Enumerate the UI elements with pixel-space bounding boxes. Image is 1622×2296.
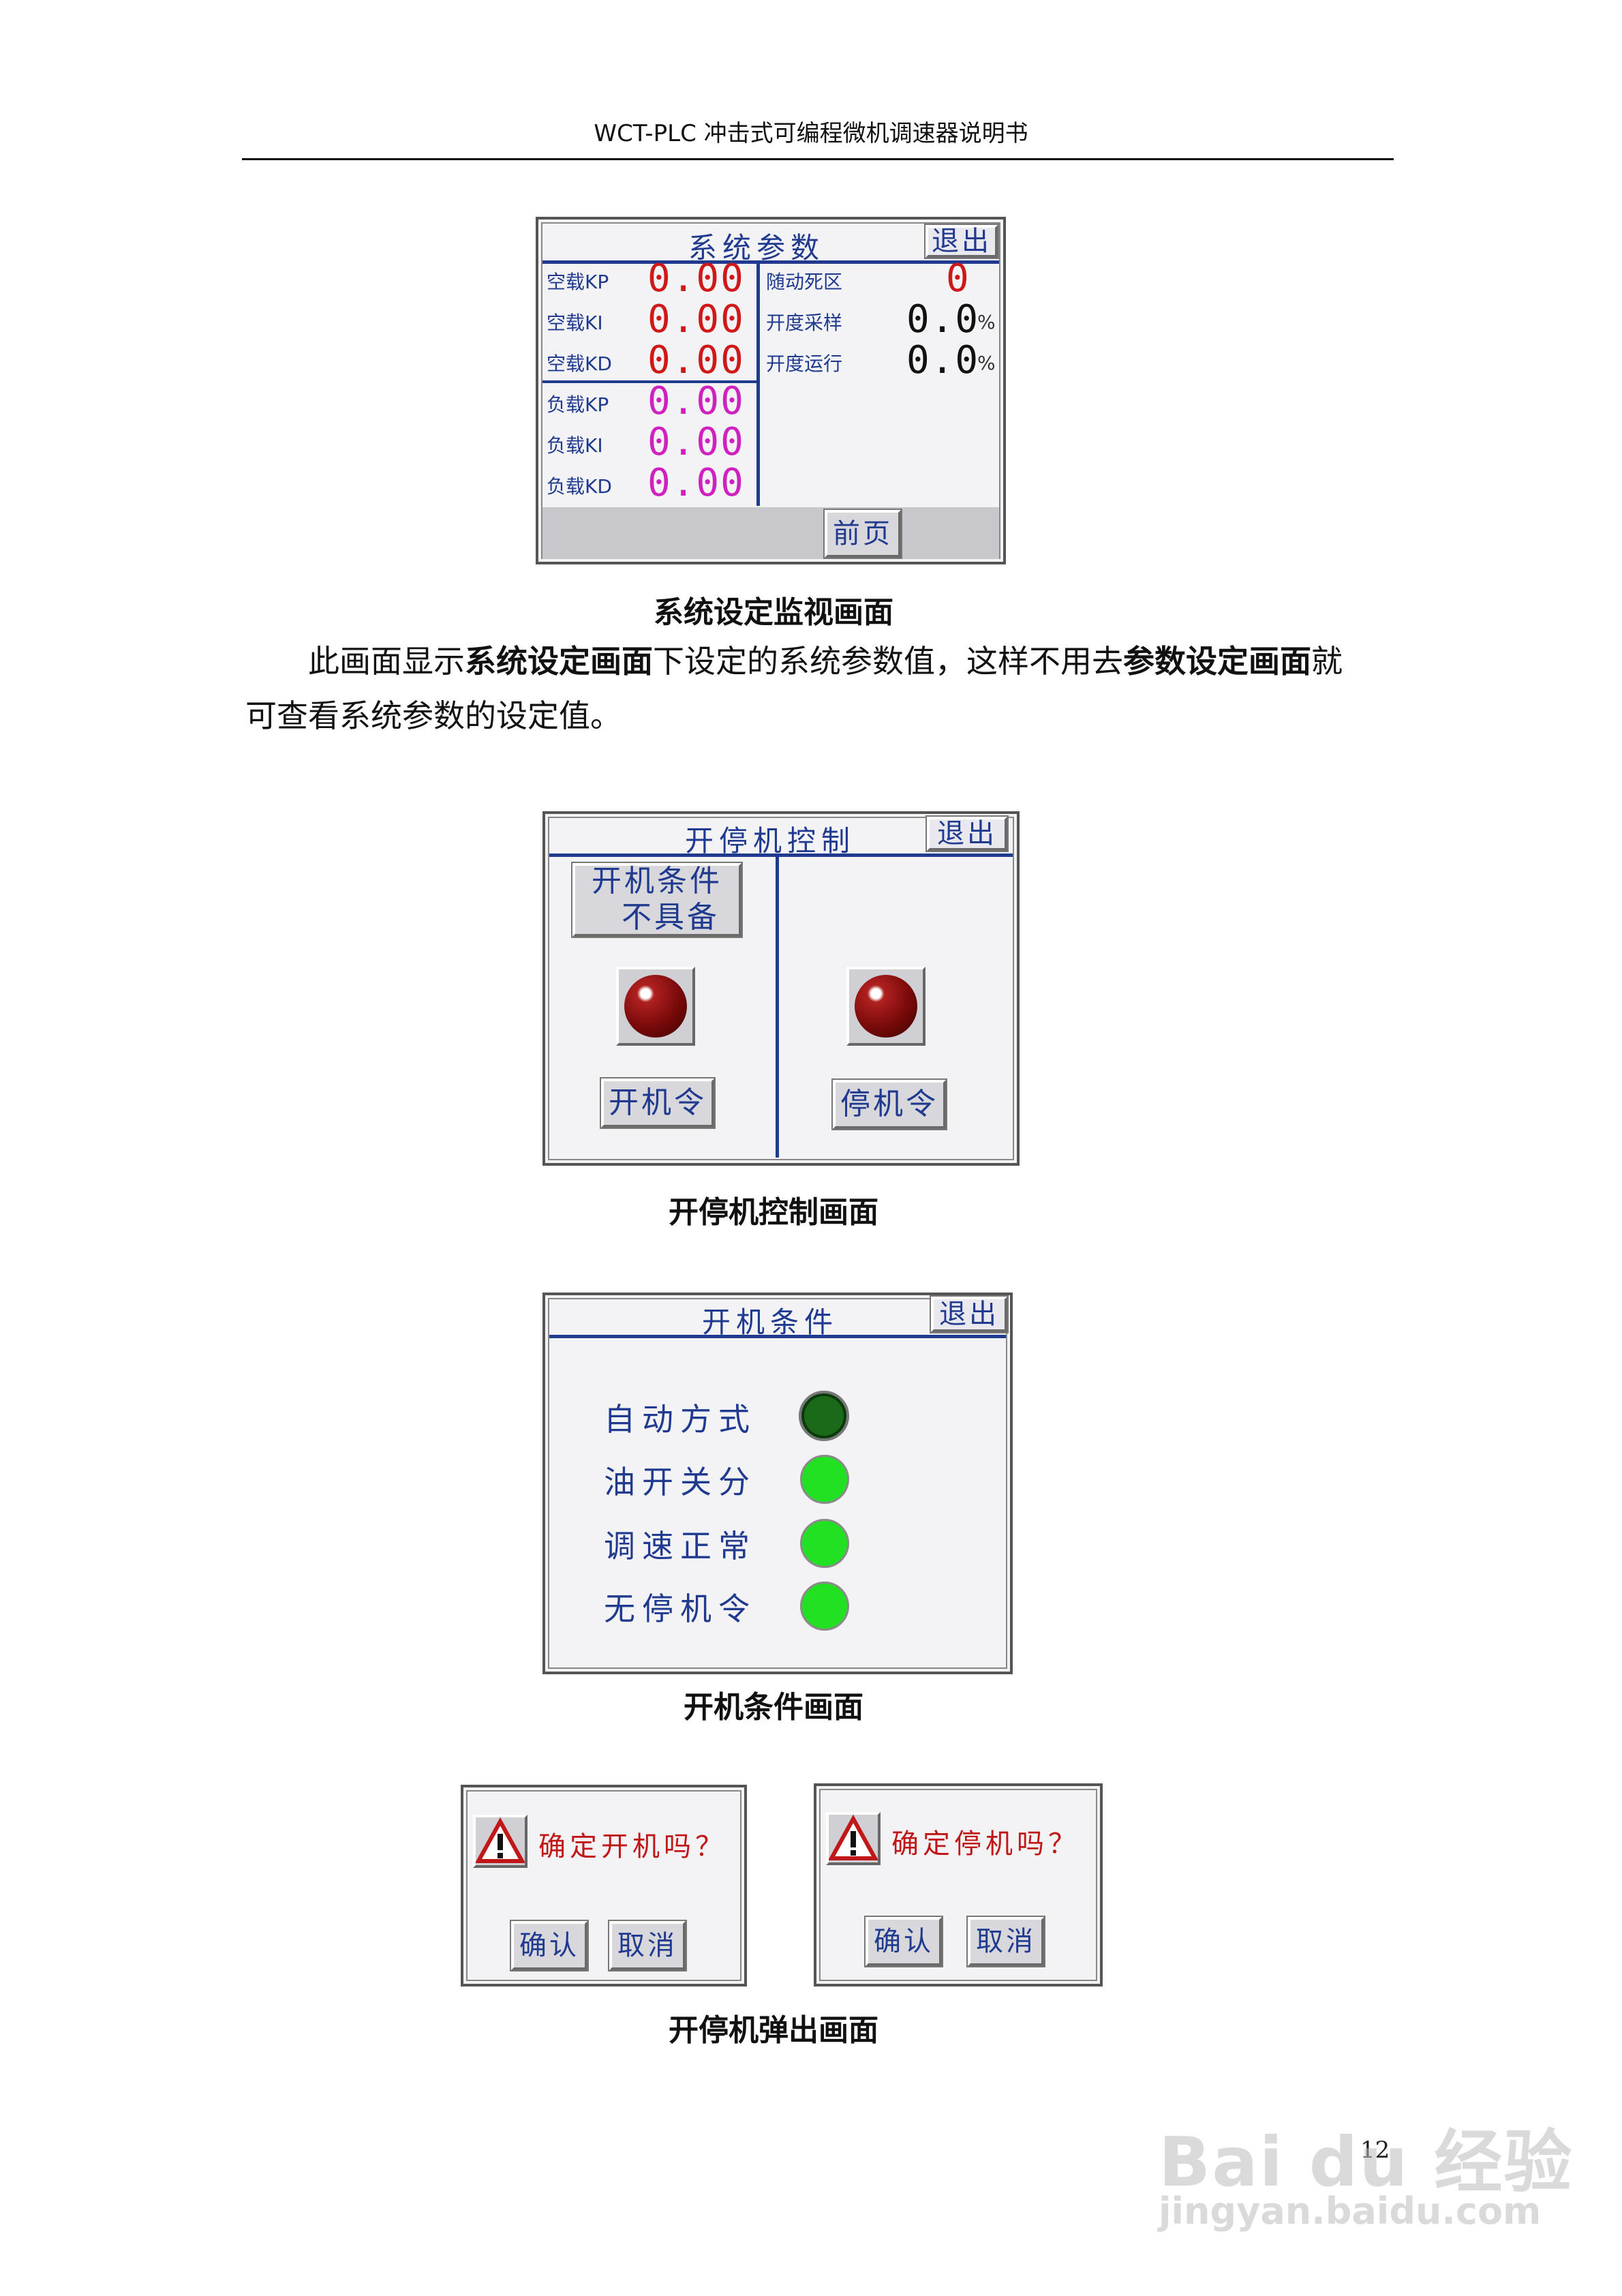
param-value: 0.00: [647, 256, 745, 301]
condition-label: 无停机令: [604, 1590, 756, 1627]
screen-title: 系统参数: [688, 231, 825, 265]
param-label: 空载KI: [547, 312, 603, 334]
param-unit: %: [977, 352, 996, 374]
warning-icon: [473, 1815, 527, 1868]
param-value: 0.00: [647, 297, 745, 342]
cancel-button[interactable]: 取消: [966, 1916, 1045, 1967]
screen-title: 开停机控制: [684, 824, 855, 858]
param-value: 0.00: [647, 461, 745, 505]
param-label: 负载KD: [547, 475, 612, 498]
param-label: 开度运行: [766, 352, 843, 375]
no-stop-command-indicator-icon: [800, 1582, 849, 1631]
watermark-logo: Bai du 经验: [1159, 2122, 1574, 2202]
param-unit: %: [977, 311, 996, 333]
param-label: 负载KP: [547, 393, 609, 416]
figure-caption: 开机条件画面: [684, 1690, 863, 1725]
confirm-button[interactable]: 确认: [510, 1920, 589, 1972]
header-rule: [242, 158, 1394, 160]
stop-lamp-icon: [855, 975, 917, 1038]
section-divider: [542, 380, 758, 383]
auto-mode-indicator-icon: [799, 1391, 849, 1441]
param-label: 负载KI: [547, 434, 603, 457]
confirm-button[interactable]: 确认: [864, 1916, 943, 1967]
oil-switch-indicator-icon: [800, 1455, 849, 1504]
start-conditions-screen: 开机条件 退出 自动方式 油开关分 调速正常 无停机令: [542, 1293, 1013, 1674]
figure-caption: 开停机弹出画面: [669, 2013, 878, 2048]
param-value: 0.00: [647, 379, 745, 423]
param-label: 开度采样: [766, 312, 843, 334]
start-command-button[interactable]: 开机令: [600, 1077, 716, 1129]
stop-command-button[interactable]: 停机令: [831, 1078, 947, 1130]
param-value: 0.0: [906, 297, 980, 342]
system-params-screen: 系统参数 退出 空载KP 0.00 空载KI 0.00 空载KD 0.00 负载…: [536, 217, 1006, 564]
param-value: 0: [946, 256, 970, 301]
cancel-button[interactable]: 取消: [608, 1920, 687, 1972]
param-value: 0.00: [647, 338, 745, 382]
param-label: 随动死区: [766, 271, 843, 293]
dialog-message: 确定停机吗？: [891, 1828, 1080, 1860]
param-value: 0.00: [647, 420, 745, 464]
prev-page-button[interactable]: 前页: [823, 509, 902, 559]
exit-button[interactable]: 退出: [925, 815, 1009, 852]
confirm-start-dialog: 确定开机吗？ 确认 取消: [461, 1785, 747, 1987]
start-condition-button[interactable]: 开机条件 不具备: [571, 862, 743, 938]
param-label: 空载KD: [547, 352, 612, 375]
column-divider: [776, 854, 779, 1158]
dialog-message: 确定开机吗？: [538, 1831, 726, 1862]
figure-caption: 系统设定监视画面: [654, 595, 893, 630]
title-divider: [549, 854, 1013, 857]
exit-button[interactable]: 退出: [930, 1295, 1009, 1333]
exit-button[interactable]: 退出: [924, 224, 999, 259]
warning-icon: [826, 1812, 881, 1865]
title-divider: [549, 1335, 1006, 1338]
title-divider: [542, 260, 999, 264]
column-divider: [756, 260, 760, 506]
figure-caption: 开停机控制画面: [669, 1195, 878, 1230]
governor-normal-indicator-icon: [800, 1519, 849, 1568]
body-paragraph: 此画面显示系统设定画面下设定的系统参数值，这样不用去参数设定画面就 可查看系统参…: [245, 643, 1343, 734]
confirm-stop-dialog: 确定停机吗？ 确认 取消: [814, 1783, 1103, 1987]
condition-label: 自动方式: [604, 1401, 756, 1438]
screen-title: 开机条件: [701, 1305, 838, 1339]
start-lamp-icon: [624, 975, 687, 1038]
condition-label: 油开关分: [604, 1464, 756, 1500]
document-header-title: WCT-PLC 冲击式可编程微机调速器说明书: [594, 120, 1028, 147]
page-number: 12: [1360, 2136, 1390, 2164]
footer-bar: [542, 507, 999, 559]
param-value: 0.0: [906, 338, 980, 382]
watermark-url: jingyan.baidu.com: [1159, 2190, 1542, 2233]
condition-label: 调速正常: [604, 1528, 756, 1565]
param-label: 空载KP: [547, 271, 609, 293]
start-stop-control-screen: 开停机控制 退出 开机条件 不具备 开机令 停机令: [542, 811, 1020, 1166]
